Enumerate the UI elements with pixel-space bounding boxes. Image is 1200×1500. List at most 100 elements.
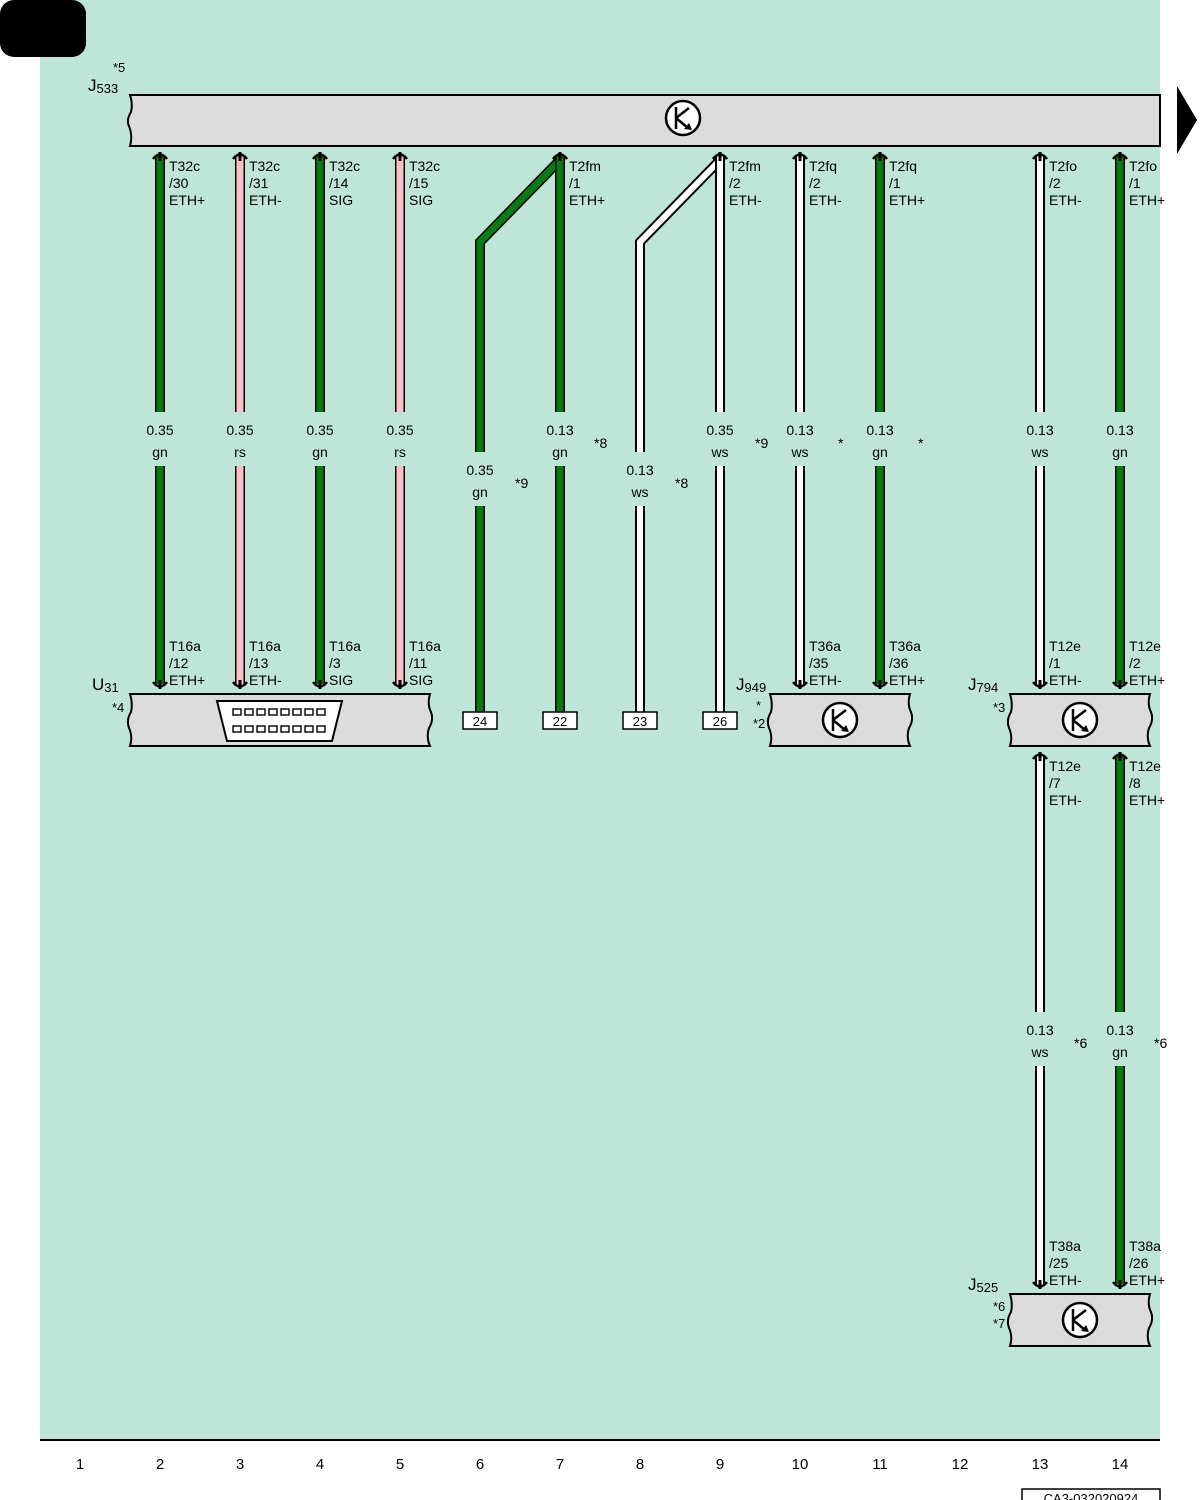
column-number: 1 [76, 1456, 84, 1473]
obd-pin [304, 708, 314, 716]
wire-color: rs [394, 444, 406, 460]
wire-size: 0.13 [1026, 422, 1053, 438]
top-pin-label: T2fq [809, 158, 837, 174]
component-u31[interactable]: U31 *4 [92, 675, 434, 747]
component-j949[interactable]: J949 * *2 [736, 675, 914, 747]
bottom-pin-label: /36 [889, 655, 909, 671]
top-pin-label: T2fm [569, 158, 601, 174]
wire-size: 0.13 [1026, 1022, 1053, 1038]
obd-pin [280, 725, 290, 733]
bottom-pin-label: /1 [1049, 655, 1061, 671]
top-pin-label: /1 [569, 175, 581, 191]
top-pin-label: SIG [329, 192, 353, 208]
component-j794[interactable]: J794 *3 [968, 675, 1154, 747]
bottom-pin-label: T36a [809, 638, 841, 654]
j525-label: J525 [968, 1275, 998, 1295]
obd-pin [268, 708, 278, 716]
column-number: 6 [476, 1456, 484, 1473]
bottom-pin-label: ETH+ [169, 672, 205, 688]
u31-note: *4 [112, 700, 124, 715]
component-j525[interactable]: J525 *6 *7 [968, 1275, 1154, 1347]
continuation-arrow-icon[interactable] [1177, 86, 1197, 154]
wire-color: ws [710, 444, 728, 460]
j533-label: J533 [88, 76, 118, 96]
wire-note: *8 [675, 475, 688, 491]
column-number: 11 [872, 1456, 888, 1473]
top-pin-label: ETH- [1049, 792, 1082, 808]
column-number: 14 [1112, 1456, 1129, 1473]
wire-note: * [838, 435, 844, 451]
wire-color: gn [312, 444, 328, 460]
top-pin-label: /2 [729, 175, 741, 191]
bottom-pin-label: SIG [329, 672, 353, 688]
component-j533[interactable]: J533 *5 [88, 60, 1161, 147]
obd-pin [244, 725, 254, 733]
top-pin-label: T2fm [729, 158, 761, 174]
j949-label: J949 [736, 675, 766, 695]
top-pin-label: /30 [169, 175, 189, 191]
reference-box [702, 711, 738, 730]
obd-pin [232, 708, 242, 716]
wire-color: rs [234, 444, 246, 460]
bottom-pin-label: /26 [1129, 1255, 1149, 1271]
j533-note: *5 [113, 60, 125, 75]
bottom-pin-label: T16a [409, 638, 441, 654]
top-pin-label: ETH- [729, 192, 762, 208]
bottom-pin-label: ETH- [1049, 1272, 1082, 1288]
column-number: 3 [236, 1456, 244, 1473]
network-node-icon [1061, 1301, 1099, 1339]
top-pin-label: T12e [1049, 758, 1081, 774]
obd-pin [292, 725, 302, 733]
bottom-pin-label: /35 [809, 655, 829, 671]
top-pin-label: SIG [409, 192, 433, 208]
network-node-icon [821, 701, 859, 739]
reference-box [462, 711, 498, 730]
bottom-pin-label: ETH- [1049, 672, 1082, 688]
top-pin-label: ETH- [809, 192, 842, 208]
column-number: 8 [636, 1456, 644, 1473]
bottom-pin-label: ETH+ [1129, 672, 1165, 688]
top-pin-label: /31 [249, 175, 269, 191]
bottom-pin-label: T16a [329, 638, 361, 654]
bottom-pin-label: ETH+ [889, 672, 925, 688]
wire-color: gn [1112, 1044, 1128, 1060]
wire-size: 0.35 [386, 422, 413, 438]
network-node-icon [1061, 701, 1099, 739]
gateway-network-icon [664, 99, 702, 137]
top-pin-label: T32c [409, 158, 440, 174]
wire-note: *9 [755, 435, 768, 451]
wire-color: gn [1112, 444, 1128, 460]
bottom-pin-label: ETH+ [1129, 1272, 1165, 1288]
top-pin-label: T12e [1129, 758, 1161, 774]
column-number: 12 [952, 1456, 969, 1473]
bottom-pin-label: T16a [249, 638, 281, 654]
wire-core [637, 157, 723, 452]
j525-note-b: *7 [993, 1316, 1005, 1331]
reference-number: 23 [633, 714, 647, 729]
wire-size: 0.13 [626, 462, 653, 478]
wire-size: 0.35 [146, 422, 173, 438]
wire-color: ws [790, 444, 808, 460]
wire-size: 0.35 [306, 422, 333, 438]
top-pin-label: /15 [409, 175, 429, 191]
reference-box [542, 711, 578, 730]
column-number: 7 [556, 1456, 564, 1473]
bottom-pin-label: ETH- [249, 672, 282, 688]
top-pin-label: ETH+ [1129, 192, 1165, 208]
u31-label: U31 [92, 675, 119, 695]
wire-color: ws [630, 484, 648, 500]
wire-color: gn [872, 444, 888, 460]
column-number: 5 [396, 1456, 404, 1473]
reference-number: 22 [553, 714, 567, 729]
bottom-pin-label: /2 [1129, 655, 1141, 671]
wire-note: *8 [594, 435, 607, 451]
wire-note: *6 [1154, 1035, 1167, 1051]
